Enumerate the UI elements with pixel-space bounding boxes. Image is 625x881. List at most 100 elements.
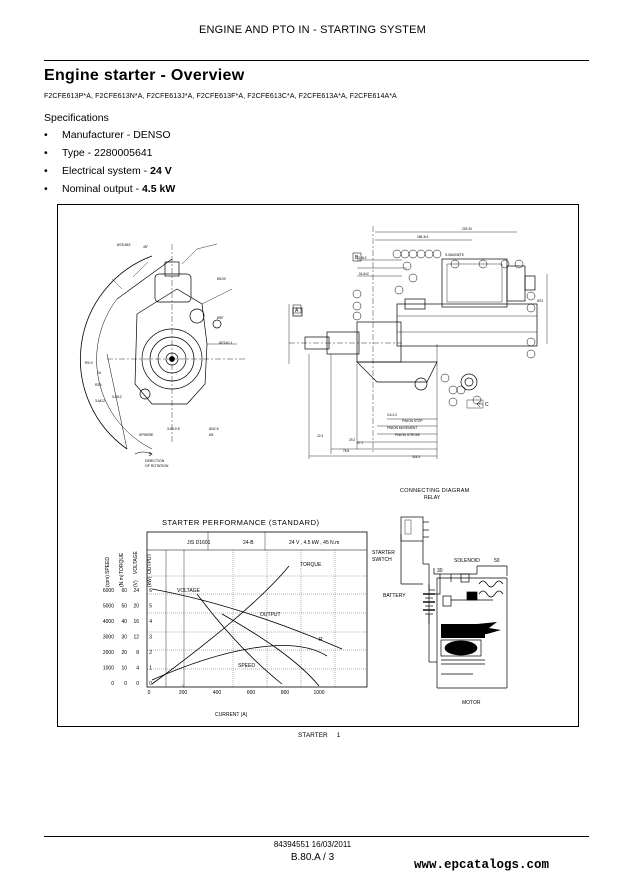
spec-item-electrical: •Electrical system - 24 V (44, 165, 175, 183)
datum-markers (292, 252, 483, 408)
svg-text:Ø78.653: Ø78.653 (117, 243, 130, 247)
svg-text:SPHERE: SPHERE (139, 433, 154, 437)
svg-text:Ø42.5: Ø42.5 (209, 427, 219, 431)
header-rule (44, 60, 589, 61)
svg-text:Ø1: Ø1 (209, 433, 214, 437)
side-view-drawing (288, 226, 548, 459)
output-tick-label: 4 (149, 619, 152, 625)
torque-tick-label: 60 (121, 588, 127, 594)
performance-chart-ticks: 6000500040003000200010000605040302010024… (103, 588, 325, 696)
output-tick-label: 1 (149, 666, 152, 672)
current-tick-label: 600 (247, 690, 256, 696)
spec-label: Electrical system - (62, 165, 151, 177)
svg-text:16: 16 (97, 371, 101, 375)
curve-label-r: R (319, 637, 323, 643)
svg-text:Ø57: Ø57 (217, 316, 224, 320)
speed-tick-label: 5000 (103, 604, 114, 610)
svg-text:S-MAGNETE: S-MAGNETE (445, 253, 464, 257)
watermark-link[interactable]: www.epcatalogs.com (414, 858, 550, 872)
axis-title-output: OUTPUT (147, 553, 153, 574)
axis-title-speed: SPEED (105, 557, 111, 574)
figure-frame (57, 204, 579, 727)
spec-label: Type - (62, 147, 95, 159)
temperature-label: 24-B (243, 540, 254, 546)
svg-text:Ø109: Ø109 (217, 277, 226, 281)
curve-label-output: OUTPUT (260, 612, 281, 618)
model-codes: F2CFE613P*A, F2CFE613N*A, F2CFE613J*A, F… (44, 93, 397, 100)
svg-text:3-Ø10.5: 3-Ø10.5 (167, 427, 180, 431)
torque-tick-label: 40 (121, 619, 127, 625)
connecting-diagram-title: CONNECTING DIAGRAM (400, 488, 470, 494)
axis-unit-speed: (rpm) (105, 575, 111, 587)
svg-text:22.3: 22.3 (317, 434, 323, 438)
spec-item-output: • Nominal output - 4.5 kW (44, 183, 175, 201)
output-tick-label: 3 (149, 635, 152, 641)
svg-text:45°: 45° (143, 245, 149, 249)
torque-tick-label: 10 (121, 666, 127, 672)
page-title: Engine starter - Overview (44, 67, 245, 84)
speed-tick-label: 0 (111, 681, 114, 687)
torque-tick-label: 0 (124, 681, 127, 687)
page-number: B.80.A / 3 (290, 852, 335, 863)
output-tick-label: 5 (149, 604, 152, 610)
svg-text:3-M12: 3-M12 (95, 399, 105, 403)
datum-a-label: A (295, 308, 299, 314)
figure-caption: STARTER 1 (298, 732, 340, 739)
speed-tick-label: 6000 (103, 588, 114, 594)
axis-unit-output: (kW) (147, 576, 153, 587)
running-header: ENGINE AND PTO IN - STARTING SYSTEM (198, 24, 427, 36)
curve-label-speed: SPEED (238, 663, 255, 669)
datum-c-label: C (485, 402, 489, 408)
bullet: • (44, 183, 48, 195)
relay-label: RELAY (424, 495, 441, 501)
svg-text:R9-9: R9-9 (85, 361, 93, 365)
speed-tick-label: 3000 (103, 635, 114, 641)
spec-label: Nominal output - (62, 183, 142, 195)
voltage-tick-label: 8 (136, 650, 139, 656)
bullet: • (44, 165, 48, 177)
svg-text:57.1: 57.1 (357, 441, 363, 445)
terminal-30-label: 30 (437, 568, 443, 574)
svg-text:3-Ø12: 3-Ø12 (112, 395, 122, 399)
svg-text:76.8: 76.8 (343, 449, 349, 453)
performance-curves (151, 565, 343, 687)
axis-unit-torque: (N.m) (119, 574, 125, 587)
footer-rule (44, 836, 589, 837)
datum-b-label: B (355, 255, 359, 261)
output-tick-label: 6 (149, 588, 152, 594)
torque-tick-label: 50 (121, 604, 127, 610)
motor-label: MOTOR (462, 700, 481, 706)
svg-text:PINION MOVEMENT: PINION MOVEMENT (387, 426, 417, 430)
bullet: • (44, 129, 48, 141)
spec-label: Manufacturer - (62, 129, 134, 141)
current-tick-label: 400 (213, 690, 222, 696)
rotation-direction-label-2: OF ROTATION (145, 464, 169, 468)
output-tick-label: 2 (149, 650, 152, 656)
torque-tick-label: 30 (121, 635, 127, 641)
spec-item-type: •Type - 2280005641 (44, 147, 175, 165)
speed-tick-label: 1000 (103, 666, 114, 672)
svg-text:PINION STOP: PINION STOP (402, 419, 423, 423)
svg-text:R25: R25 (95, 383, 101, 387)
caption-label: STARTER (298, 732, 328, 739)
svg-text:11.6±2: 11.6±2 (357, 256, 367, 260)
specifications-list: •Manufacturer - DENSO •Type - 2280005641… (44, 129, 175, 201)
voltage-tick-label: 4 (136, 666, 139, 672)
rotation-arrow (134, 451, 153, 457)
torque-tick-label: 20 (121, 650, 127, 656)
performance-chart-texts: JIS D1601 24-B 24 V , 4.5 kW , 45 N.m SP… (105, 540, 339, 718)
connecting-diagram-wiring (400, 516, 508, 689)
axis-unit-voltage: (V) (133, 580, 139, 587)
specifications-heading: Specifications (44, 112, 109, 124)
spec-value: 2280005641 (94, 147, 153, 159)
caption-number: 1 (336, 732, 341, 739)
rotation-direction-label-1: DIRECTION (145, 459, 165, 463)
x-axis-label: CURRENT (A) (215, 712, 248, 718)
speed-tick-label: 4000 (103, 619, 114, 625)
current-tick-label: 200 (179, 690, 188, 696)
spec-value: DENSO (133, 129, 171, 141)
spec-value: 4.5 kW (141, 183, 176, 195)
